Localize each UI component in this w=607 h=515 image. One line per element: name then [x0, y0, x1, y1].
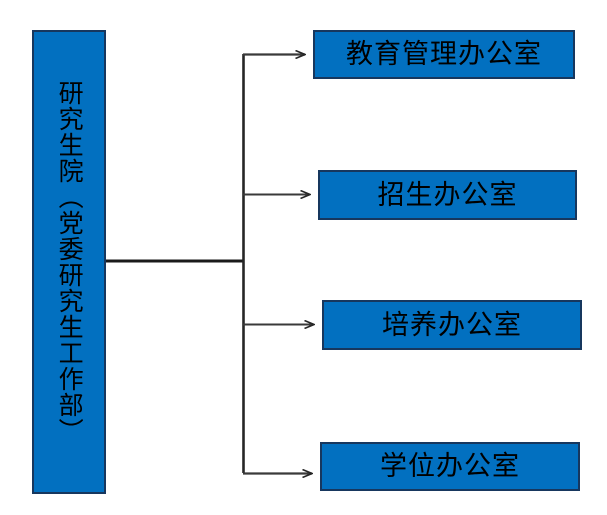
org-node-root-label: 研究生院（党委研究生工作部） — [55, 80, 84, 444]
org-node-root[interactable]: 研究生院（党委研究生工作部） — [32, 30, 106, 494]
org-node-training-office[interactable]: 培养办公室 — [322, 300, 582, 350]
org-node-degree-office[interactable]: 学位办公室 — [320, 442, 580, 491]
org-node-education-management-office[interactable]: 教育管理办公室 — [313, 30, 575, 79]
org-node-label: 培养办公室 — [382, 309, 522, 340]
org-node-admissions-office[interactable]: 招生办公室 — [318, 170, 577, 220]
org-node-label: 学位办公室 — [380, 451, 520, 482]
org-node-label: 招生办公室 — [377, 179, 518, 210]
org-node-label: 教育管理办公室 — [346, 39, 542, 70]
